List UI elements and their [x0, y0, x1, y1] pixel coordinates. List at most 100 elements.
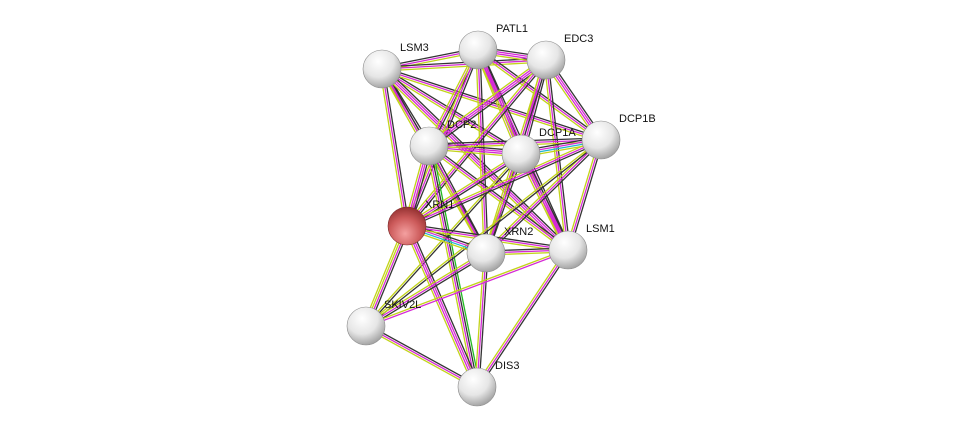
- edge-evidence-line: [478, 250, 571, 389]
- edge-lsm1-dis3[interactable]: [474, 248, 571, 389]
- edge-evidence-line: [545, 59, 569, 251]
- edge-evidence-line: [405, 226, 477, 388]
- node-skiv2l[interactable]: SKIV2L: [346, 299, 421, 346]
- node-dis3[interactable]: DIS3: [457, 360, 519, 407]
- edge-evidence-line: [428, 145, 569, 251]
- edge-evidence-line: [431, 145, 481, 387]
- edge-evidence-line: [382, 61, 547, 72]
- edge-evidence-line: [366, 250, 569, 328]
- node-label: LSM1: [586, 223, 615, 235]
- node-dcp1b[interactable]: DCP1B: [581, 113, 656, 160]
- node-dcp1a[interactable]: DCP1A: [501, 127, 576, 174]
- node-sphere[interactable]: [409, 126, 449, 166]
- edge-evidence-line: [428, 58, 546, 146]
- node-sphere[interactable]: [501, 134, 541, 174]
- node-label: LSM3: [400, 42, 429, 54]
- edge-evidence-line: [405, 151, 521, 225]
- edge-evidence-line: [383, 66, 571, 249]
- edge-edc3-lsm1[interactable]: [543, 59, 571, 251]
- node-label: XRN1: [425, 199, 454, 211]
- node-sphere[interactable]: [548, 230, 588, 270]
- edge-evidence-line: [474, 252, 485, 387]
- node-label: DCP1B: [619, 113, 656, 125]
- edge-evidence-line: [364, 327, 477, 390]
- edge-evidence-line: [543, 60, 567, 251]
- edge-evidence-line: [404, 58, 545, 226]
- edge-evidence-line: [366, 254, 488, 329]
- edge-evidence-line: [429, 143, 570, 249]
- node-dcp2[interactable]: DCP2: [409, 119, 476, 166]
- node-label: DCP1A: [539, 127, 576, 139]
- edge-evidence-line: [406, 139, 602, 227]
- edge-evidence-line: [381, 59, 547, 70]
- edge-evidence-line: [407, 225, 479, 387]
- node-label: DIS3: [495, 360, 519, 372]
- edge-evidence-line: [429, 60, 547, 148]
- node-sphere[interactable]: [346, 306, 386, 346]
- edge-evidence-line: [407, 141, 603, 229]
- edge-dcp1b-skiv2l[interactable]: [364, 138, 603, 328]
- edge-evidence-line: [364, 138, 601, 326]
- edge-evidence-line: [405, 137, 601, 225]
- edge-evidence-line: [381, 68, 408, 227]
- node-sphere[interactable]: [458, 30, 498, 70]
- node-edc3[interactable]: EDC3: [526, 33, 593, 80]
- node-sphere[interactable]: [581, 120, 621, 160]
- edge-evidence-line: [382, 67, 570, 250]
- edge-evidence-line: [476, 252, 487, 388]
- node-sphere[interactable]: [362, 49, 402, 89]
- node-sphere[interactable]: [466, 233, 506, 273]
- edge-evidence-line: [409, 224, 481, 387]
- edge-evidence-line: [476, 51, 601, 143]
- node-sphere[interactable]: [387, 206, 427, 246]
- edge-evidence-line: [407, 155, 523, 229]
- edge-evidence-line: [366, 140, 603, 328]
- edge-evidence-line: [426, 57, 545, 145]
- edge-evidence-line: [383, 68, 410, 226]
- edge-evidence-line: [366, 323, 479, 386]
- edge-evidence-line: [379, 69, 406, 227]
- node-patl1[interactable]: PATL1: [458, 23, 528, 70]
- node-lsm1[interactable]: LSM1: [548, 223, 615, 270]
- edge-evidence-line: [486, 140, 603, 255]
- node-label: SKIV2L: [384, 299, 421, 311]
- edge-evidence-line: [429, 145, 479, 387]
- node-xrn1[interactable]: XRN1: [387, 199, 454, 246]
- edge-evidence-line: [381, 70, 601, 143]
- edge-edc3-dcp2[interactable]: [426, 57, 549, 149]
- edge-evidence-line: [364, 250, 486, 325]
- edge-xrn2-skiv2l[interactable]: [364, 250, 488, 329]
- edge-evidence-line: [365, 252, 487, 327]
- edge-evidence-line: [365, 325, 478, 388]
- edge-xrn2-dis3[interactable]: [474, 252, 489, 388]
- edge-lsm1-skiv2l[interactable]: [365, 248, 569, 328]
- node-sphere[interactable]: [526, 40, 566, 80]
- node-label: EDC3: [564, 33, 593, 45]
- node-sphere[interactable]: [457, 367, 497, 407]
- edge-evidence-line: [406, 59, 547, 227]
- node-xrn2[interactable]: XRN2: [466, 226, 533, 273]
- edge-evidence-line: [427, 147, 568, 253]
- edge-dcp1a-xrn1[interactable]: [405, 151, 523, 229]
- node-lsm3[interactable]: LSM3: [362, 42, 429, 89]
- edge-evidence-line: [476, 249, 569, 388]
- edge-lsm3-xrn1[interactable]: [379, 68, 410, 227]
- edge-evidence-line: [478, 253, 489, 388]
- edge-evidence-line: [380, 69, 568, 252]
- node-label: XRN2: [504, 226, 533, 238]
- edge-skiv2l-dis3[interactable]: [364, 323, 479, 390]
- edge-evidence-line: [428, 145, 487, 254]
- edge-evidence-line: [403, 226, 475, 389]
- edge-evidence-line: [382, 66, 523, 153]
- node-label: PATL1: [496, 23, 528, 35]
- edge-xrn1-dis3[interactable]: [403, 224, 481, 389]
- edge-evidence-line: [474, 248, 567, 387]
- edge-dcp2-dis3[interactable]: [425, 145, 481, 388]
- edge-evidence-line: [427, 146, 477, 388]
- node-label: DCP2: [447, 119, 476, 131]
- edge-evidence-line: [425, 146, 475, 388]
- edge-evidence-line: [365, 248, 568, 326]
- edge-dcp1b-xrn1[interactable]: [405, 137, 603, 229]
- edge-dcp2-lsm1[interactable]: [427, 143, 570, 253]
